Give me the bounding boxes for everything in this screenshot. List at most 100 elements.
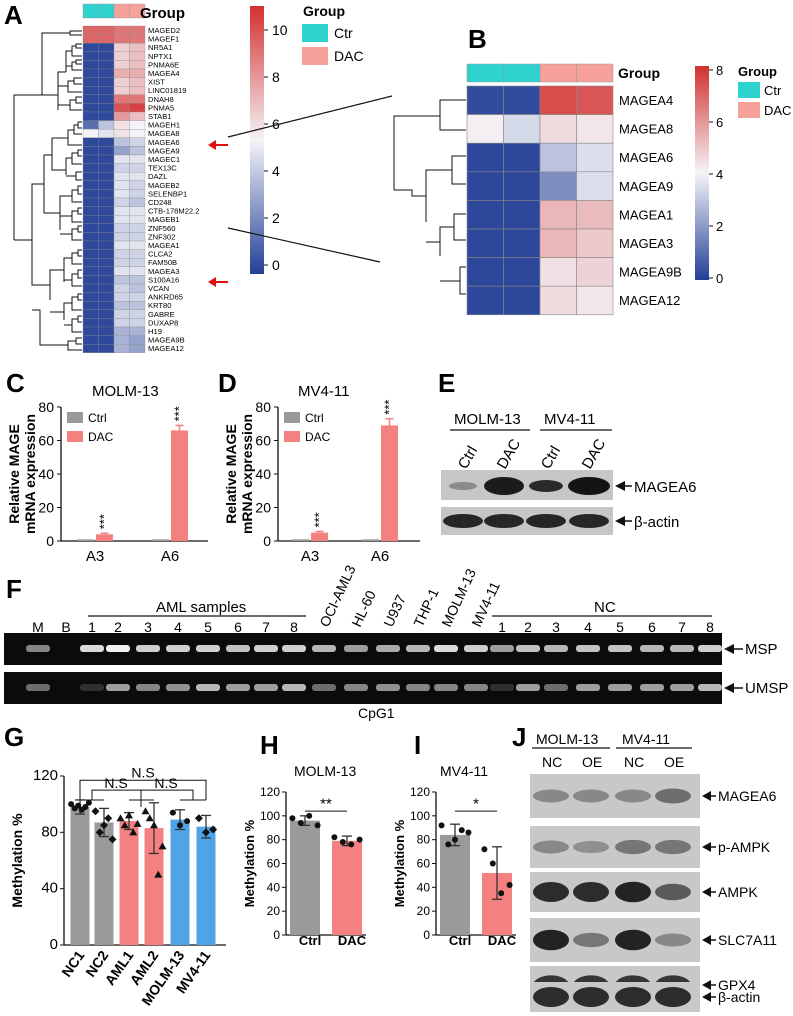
heatmap-cell — [113, 111, 130, 121]
blot-band — [526, 514, 566, 528]
significance-label: ** — [320, 796, 332, 813]
y-tick-label: 20 — [267, 904, 281, 918]
blot-e-lane-1: Ctrl — [455, 443, 481, 472]
heatmap-cell — [113, 86, 130, 95]
chart-c-title: MOLM-13 — [92, 383, 159, 400]
y-tick-label: 80 — [41, 823, 58, 840]
bar-ctrl — [152, 539, 169, 541]
color-scale-a — [250, 6, 264, 274]
heatmap-b-cells — [466, 85, 614, 316]
heatmap-cell — [98, 60, 115, 70]
blot-band — [615, 839, 651, 855]
heatmap-cell — [98, 223, 115, 233]
heatmap-cell — [98, 34, 115, 44]
heatmap-cell — [129, 120, 146, 130]
y-tick-label: 80 — [417, 833, 431, 847]
y-tick-label: 0 — [263, 533, 271, 549]
heatmap-cell — [98, 68, 115, 78]
data-point — [150, 821, 158, 829]
blot-band — [533, 882, 569, 902]
heatmap-cell — [129, 43, 146, 52]
heatmap-cell — [113, 103, 130, 113]
gel-band — [254, 684, 278, 691]
significance-label: N.S — [131, 764, 154, 780]
heatmap-cell — [98, 137, 115, 147]
gel-band — [344, 684, 368, 691]
panel-e: E MOLM-13 MV4-11 Ctrl DAC Ctrl DAC MAGEA… — [438, 368, 697, 535]
heatmap-cell — [539, 285, 577, 316]
significance-bracket — [80, 789, 154, 801]
heatmap-cell — [129, 223, 146, 233]
significance-label: * — [473, 796, 479, 813]
heatmap-cell — [113, 43, 130, 52]
gene-label: MAGEA6 — [148, 138, 180, 147]
y-tick-label: 120 — [33, 767, 58, 784]
data-point — [331, 834, 338, 841]
heatmap-cell — [98, 326, 115, 336]
significance-label: *** — [97, 514, 112, 529]
gel-band — [608, 645, 632, 652]
y-tick-label: 0 — [423, 928, 430, 942]
y-tick-label: 20 — [417, 904, 431, 918]
heatmap-cell — [98, 197, 115, 207]
x-tick-label: Ctrl — [449, 933, 471, 948]
data-point — [184, 818, 191, 825]
blot-e-cellline-1: MOLM-13 — [454, 411, 521, 428]
panel-letter-c: C — [6, 368, 25, 398]
heatmap-cell — [129, 34, 146, 44]
heatmap-cell — [113, 60, 130, 70]
heatmap-cell — [503, 85, 541, 115]
gene-label: CLCA2 — [148, 250, 172, 259]
heatmap-cell — [98, 146, 115, 156]
data-point — [158, 842, 167, 850]
data-point — [116, 814, 125, 822]
heatmap-b-group-label: Group — [618, 65, 660, 81]
heatmap-cell — [98, 318, 115, 328]
gene-label: FAM50B — [148, 258, 177, 267]
heatmap-cell — [503, 142, 541, 173]
legend-swatch — [67, 412, 83, 423]
bar — [290, 820, 320, 935]
y-tick-label: 20 — [38, 500, 54, 516]
y-tick-label: 40 — [41, 880, 58, 897]
y-tick-label: 80 — [255, 399, 271, 415]
blot-band — [573, 789, 609, 803]
gel-lane-label: HL-60 — [348, 588, 379, 630]
heatmap-cell — [82, 326, 99, 336]
gene-label: H19 — [148, 327, 162, 336]
bar-dac — [171, 430, 188, 541]
heatmap-cell — [129, 232, 146, 242]
data-point — [452, 836, 458, 843]
significance-label: *** — [312, 512, 327, 527]
y-tick-label: 0 — [46, 533, 54, 549]
heatmap-cell — [82, 137, 99, 147]
arrow-icon — [702, 842, 711, 852]
heatmap-cell — [82, 77, 99, 87]
heatmap-cell — [129, 146, 146, 156]
heatmap-cell — [466, 114, 504, 144]
gel-band — [106, 645, 130, 652]
significance-label: *** — [382, 400, 397, 415]
heatmap-b-group-bar — [466, 63, 614, 83]
heatmap-cell — [82, 68, 99, 78]
gene-label: MAGEA3 — [148, 267, 180, 276]
gene-label: PNMA5 — [148, 103, 174, 112]
gel-band — [196, 645, 220, 652]
legend-a-title: Group — [303, 3, 345, 19]
heatmap-cell — [82, 301, 99, 310]
heatmap-cell — [129, 266, 146, 276]
legend-a-item-ctr: Ctr — [334, 25, 353, 41]
heatmap-cell — [129, 197, 146, 207]
legend-a-item-dac: DAC — [334, 48, 364, 64]
heatmap-cell — [113, 249, 130, 259]
data-point — [306, 812, 313, 819]
heatmap-cell — [466, 171, 504, 201]
heatmap-cell — [98, 103, 115, 113]
panel-letter-e: E — [438, 368, 455, 398]
heatmap-b-gene-labels: MAGEA4MAGEA8MAGEA6MAGEA9MAGEA1MAGEA3MAGE… — [619, 93, 682, 308]
heatmap-cell — [576, 200, 614, 230]
heatmap-cell — [82, 318, 99, 328]
